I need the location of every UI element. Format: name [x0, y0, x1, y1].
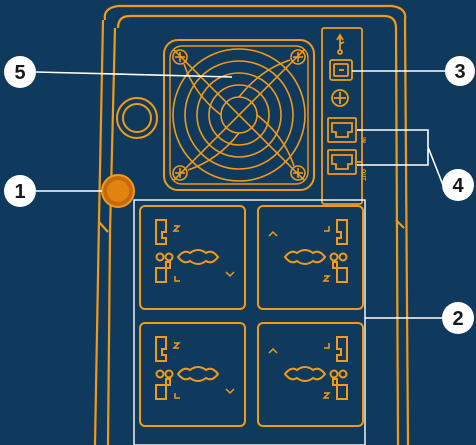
callout-4-number: 4 [452, 175, 464, 197]
callout-line-4 [357, 129, 444, 186]
outlet-group-bracket [133, 199, 366, 445]
fan-frame-inner [169, 45, 309, 185]
fan-screws [172, 49, 306, 181]
network-out-label: OUT [360, 169, 366, 181]
ups-housing [93, 4, 410, 445]
network-in-label: IN [360, 137, 366, 143]
callout-1-number: 1 [14, 181, 25, 203]
usb-port [329, 59, 353, 81]
ac-outlets [133, 199, 366, 445]
callout-5: 5 [4, 56, 36, 88]
fan-frame [163, 39, 315, 191]
cooling-fan [163, 39, 315, 191]
outlet-top-left [139, 205, 246, 310]
callout-5-number: 5 [14, 62, 25, 84]
housing-edge-left [98, 221, 109, 233]
callout-3-number: 3 [454, 61, 465, 83]
outlet-bottom-left [139, 322, 246, 427]
callout-4: 4 [442, 169, 474, 201]
housing-outer [93, 4, 410, 445]
outlet-bottom-right [257, 322, 364, 427]
callout-1: 1 [4, 175, 36, 207]
port-panel [321, 27, 363, 205]
power-button [101, 174, 135, 208]
housing-inner [106, 14, 400, 445]
callout-2-number: 2 [452, 308, 463, 330]
breaker-knob [116, 97, 158, 139]
outlet-top-right [257, 205, 364, 310]
network-ports [327, 117, 362, 175]
callout-line-5 [35, 71, 233, 78]
callout-lines [35, 70, 446, 319]
callout-2: 2 [442, 302, 474, 334]
housing-edge-right [395, 219, 405, 229]
usb-symbol-icon [336, 33, 345, 55]
callout-3: 3 [445, 56, 475, 86]
ground-symbol-icon [331, 89, 349, 107]
